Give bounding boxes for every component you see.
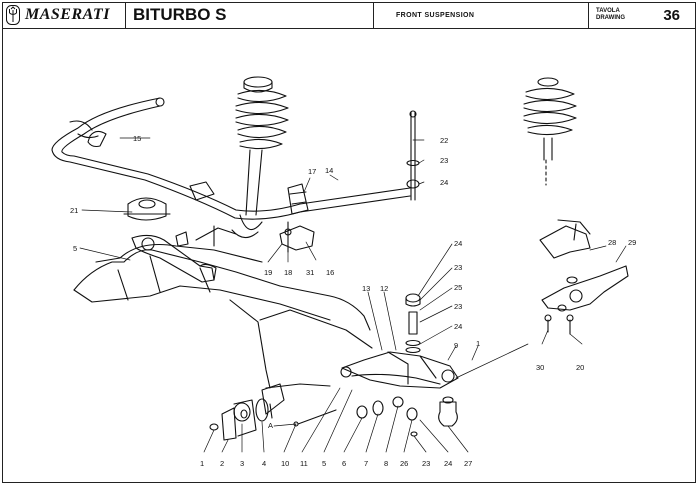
- drawing-labels: TAVOLA DRAWING: [596, 8, 625, 22]
- ball-joint: [438, 396, 458, 427]
- section-title: FRONT SUSPENSION: [374, 2, 589, 28]
- callout-16: 16: [326, 268, 334, 277]
- callout-bottom-1: 1: [200, 459, 204, 468]
- drawing-number: 36: [663, 6, 680, 24]
- callout-bottom-8: 8: [384, 459, 388, 468]
- brand-cell: MASERATI: [2, 2, 126, 28]
- callout-bottom-26: 26: [400, 459, 408, 468]
- bushing-parts: [209, 396, 418, 441]
- callout-9: 9: [454, 341, 458, 350]
- tie-rod-assembly: [405, 110, 421, 354]
- callout-31: 31: [306, 268, 314, 277]
- callout-bottom-4: 4: [262, 459, 266, 468]
- callout-12: 12: [380, 284, 388, 293]
- callout-bottom-24: 24: [444, 459, 452, 468]
- callout-labels: 15 21 5 17 14 22 23 24 19 18 31 16 24 23…: [70, 134, 636, 430]
- bottom-callouts: 1 2 3 4 10 11 5 6 7 8 26 23 24 27: [200, 459, 472, 468]
- drawing-frame: [2, 2, 696, 483]
- callout-25: 25: [454, 283, 462, 292]
- callout-1: 1: [476, 339, 480, 348]
- callout-bottom-7: 7: [364, 459, 368, 468]
- left-spring: [231, 76, 289, 239]
- trident-icon: [6, 5, 20, 25]
- callout-5: 5: [73, 244, 77, 253]
- callout-14: 14: [325, 166, 333, 175]
- callout-23-mid: 23: [454, 263, 462, 272]
- callout-21: 21: [70, 206, 78, 215]
- front-crossmember: [73, 225, 373, 419]
- drawing-number-cell: TAVOLA DRAWING 36: [589, 2, 696, 28]
- callout-24-mid: 24: [454, 239, 462, 248]
- callout-bottom-2: 2: [220, 459, 224, 468]
- stabilizer-bar: [51, 97, 411, 220]
- callout-bottom-23: 23: [422, 459, 430, 468]
- callout-bottom-5: 5: [322, 459, 326, 468]
- callout-20: 20: [576, 363, 584, 372]
- callout-bottom-10: 10: [281, 459, 289, 468]
- callout-24-low: 24: [454, 322, 462, 331]
- callout-24-top: 24: [440, 178, 448, 187]
- wishbone-arm: [131, 231, 459, 389]
- callout-bottom-3: 3: [240, 459, 244, 468]
- callout-23-top: 23: [440, 156, 448, 165]
- callout-22: 22: [440, 136, 448, 145]
- drawing-label: DRAWING: [596, 15, 625, 21]
- model-name: BITURBO S: [126, 2, 374, 28]
- callout-A: A: [268, 421, 273, 430]
- callout-19: 19: [264, 268, 272, 277]
- title-block: MASERATI BITURBO S FRONT SUSPENSION TAVO…: [2, 2, 696, 29]
- callout-30: 30: [536, 363, 544, 372]
- right-spring: [523, 77, 577, 186]
- stabilizer-bracket: [279, 183, 315, 253]
- callout-17: 17: [308, 167, 316, 176]
- brand-name: MASERATI: [25, 6, 110, 23]
- bush-clamp: [123, 197, 171, 221]
- callout-28: 28: [608, 238, 616, 247]
- callout-23-low: 23: [454, 302, 462, 311]
- callout-bottom-27: 27: [464, 459, 472, 468]
- callout-29: 29: [628, 238, 636, 247]
- callout-13: 13: [362, 284, 370, 293]
- callout-18: 18: [284, 268, 292, 277]
- steering-knuckle: [539, 219, 629, 335]
- tavola-label: TAVOLA: [596, 8, 620, 14]
- callout-15: 15: [133, 134, 141, 143]
- callout-bottom-6: 6: [342, 459, 346, 468]
- callout-bottom-11: 11: [300, 459, 308, 468]
- leader-lines: [79, 137, 627, 453]
